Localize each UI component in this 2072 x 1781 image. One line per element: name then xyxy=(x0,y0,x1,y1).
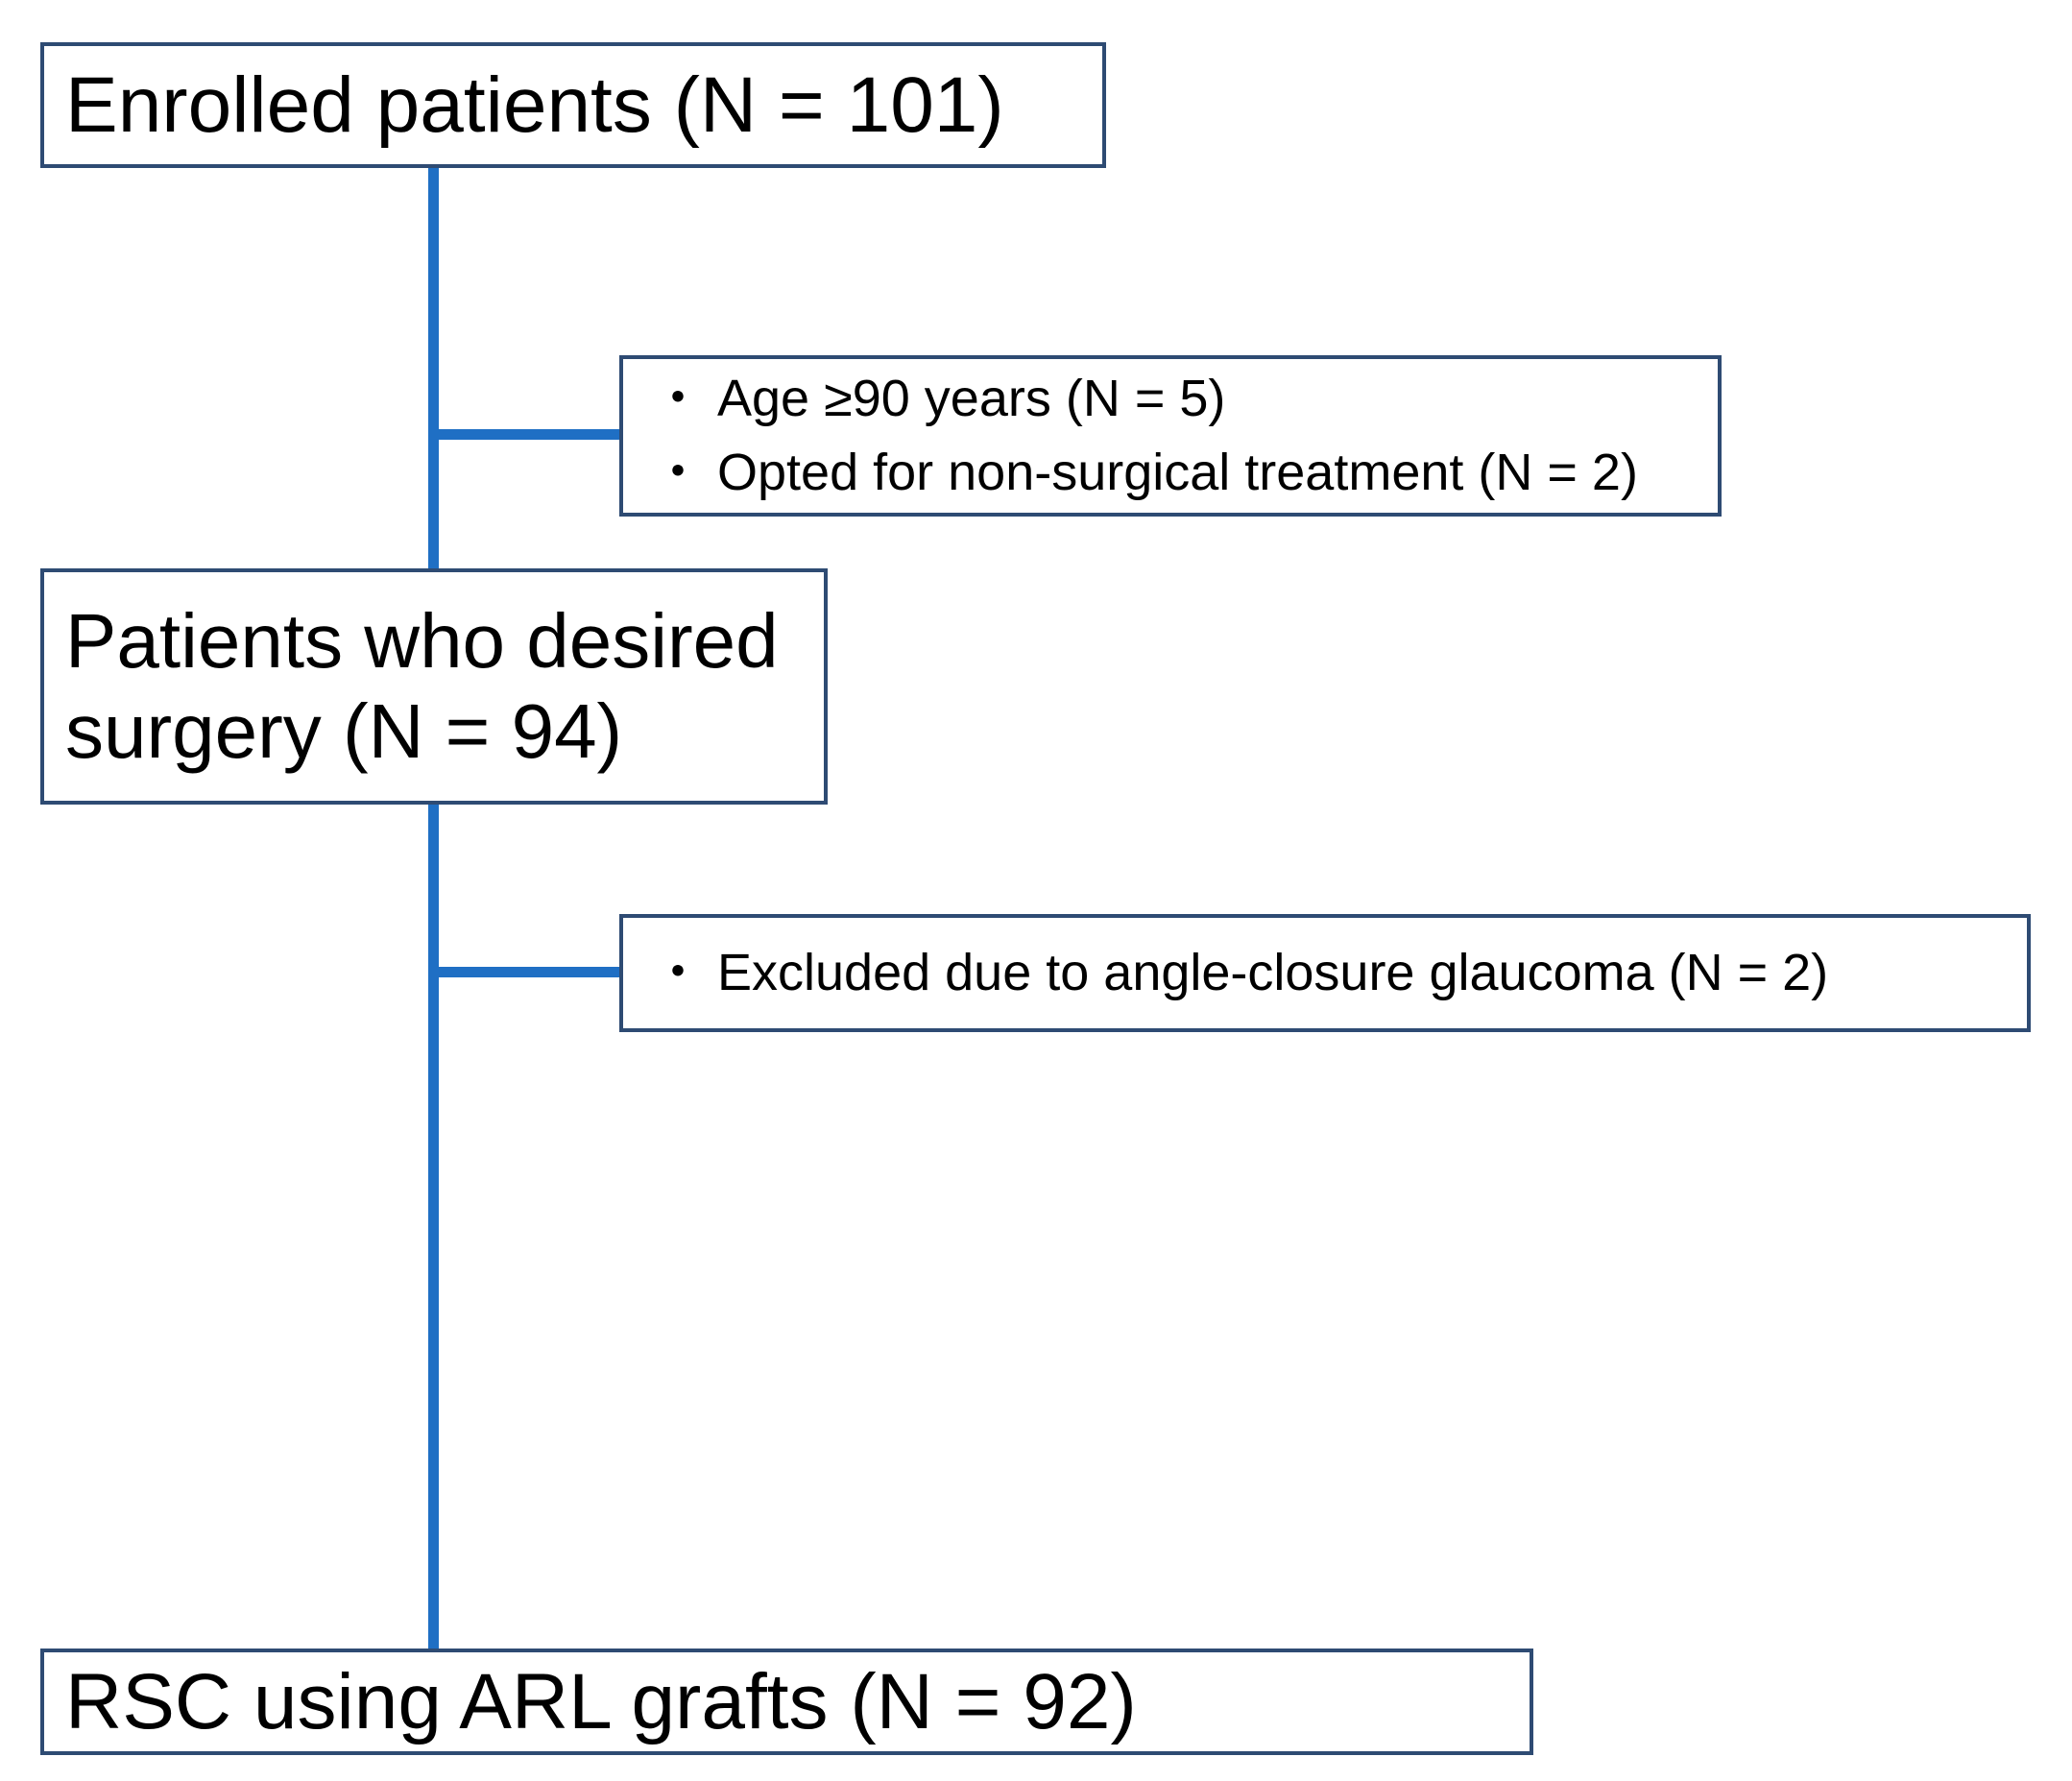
exclusion-box-after-desired-surgery: ・ Excluded due to angle-closure glaucoma… xyxy=(619,914,2031,1032)
node-patients-desired-surgery: Patients who desired surgery (N = 94) xyxy=(40,568,828,805)
exclusion-item: ・ Excluded due to angle-closure glaucoma… xyxy=(652,936,2027,1010)
bullet-icon: ・ xyxy=(652,444,704,501)
exclusion-box-after-enrollment: ・ Age ≥90 years (N = 5) ・ Opted for non-… xyxy=(619,355,1722,517)
branch-connector-exclusion-2 xyxy=(428,967,623,977)
node-patients-desired-surgery-label: Patients who desired surgery (N = 94) xyxy=(65,597,779,774)
branch-connector-exclusion-1 xyxy=(428,429,623,440)
trunk-connector-line xyxy=(428,168,439,1671)
exclusion-item-label: Excluded due to angle-closure glaucoma (… xyxy=(717,944,1829,1002)
exclusion-item-label: Opted for non-surgical treatment (N = 2) xyxy=(717,444,1638,501)
bullet-icon: ・ xyxy=(652,370,704,428)
node-rsc-arl-grafts: RSC using ARL grafts (N = 92) xyxy=(40,1649,1533,1755)
exclusion-item: ・ Age ≥90 years (N = 5) xyxy=(652,362,1718,436)
exclusion-item-label: Age ≥90 years (N = 5) xyxy=(717,370,1226,428)
node-enrolled-patients-label: Enrolled patients (N = 101) xyxy=(65,60,1004,149)
node-enrolled-patients: Enrolled patients (N = 101) xyxy=(40,42,1106,168)
node-rsc-arl-grafts-label: RSC using ARL grafts (N = 92) xyxy=(65,1657,1137,1745)
exclusion-item: ・ Opted for non-surgical treatment (N = … xyxy=(652,436,1718,510)
bullet-icon: ・ xyxy=(652,944,704,1002)
